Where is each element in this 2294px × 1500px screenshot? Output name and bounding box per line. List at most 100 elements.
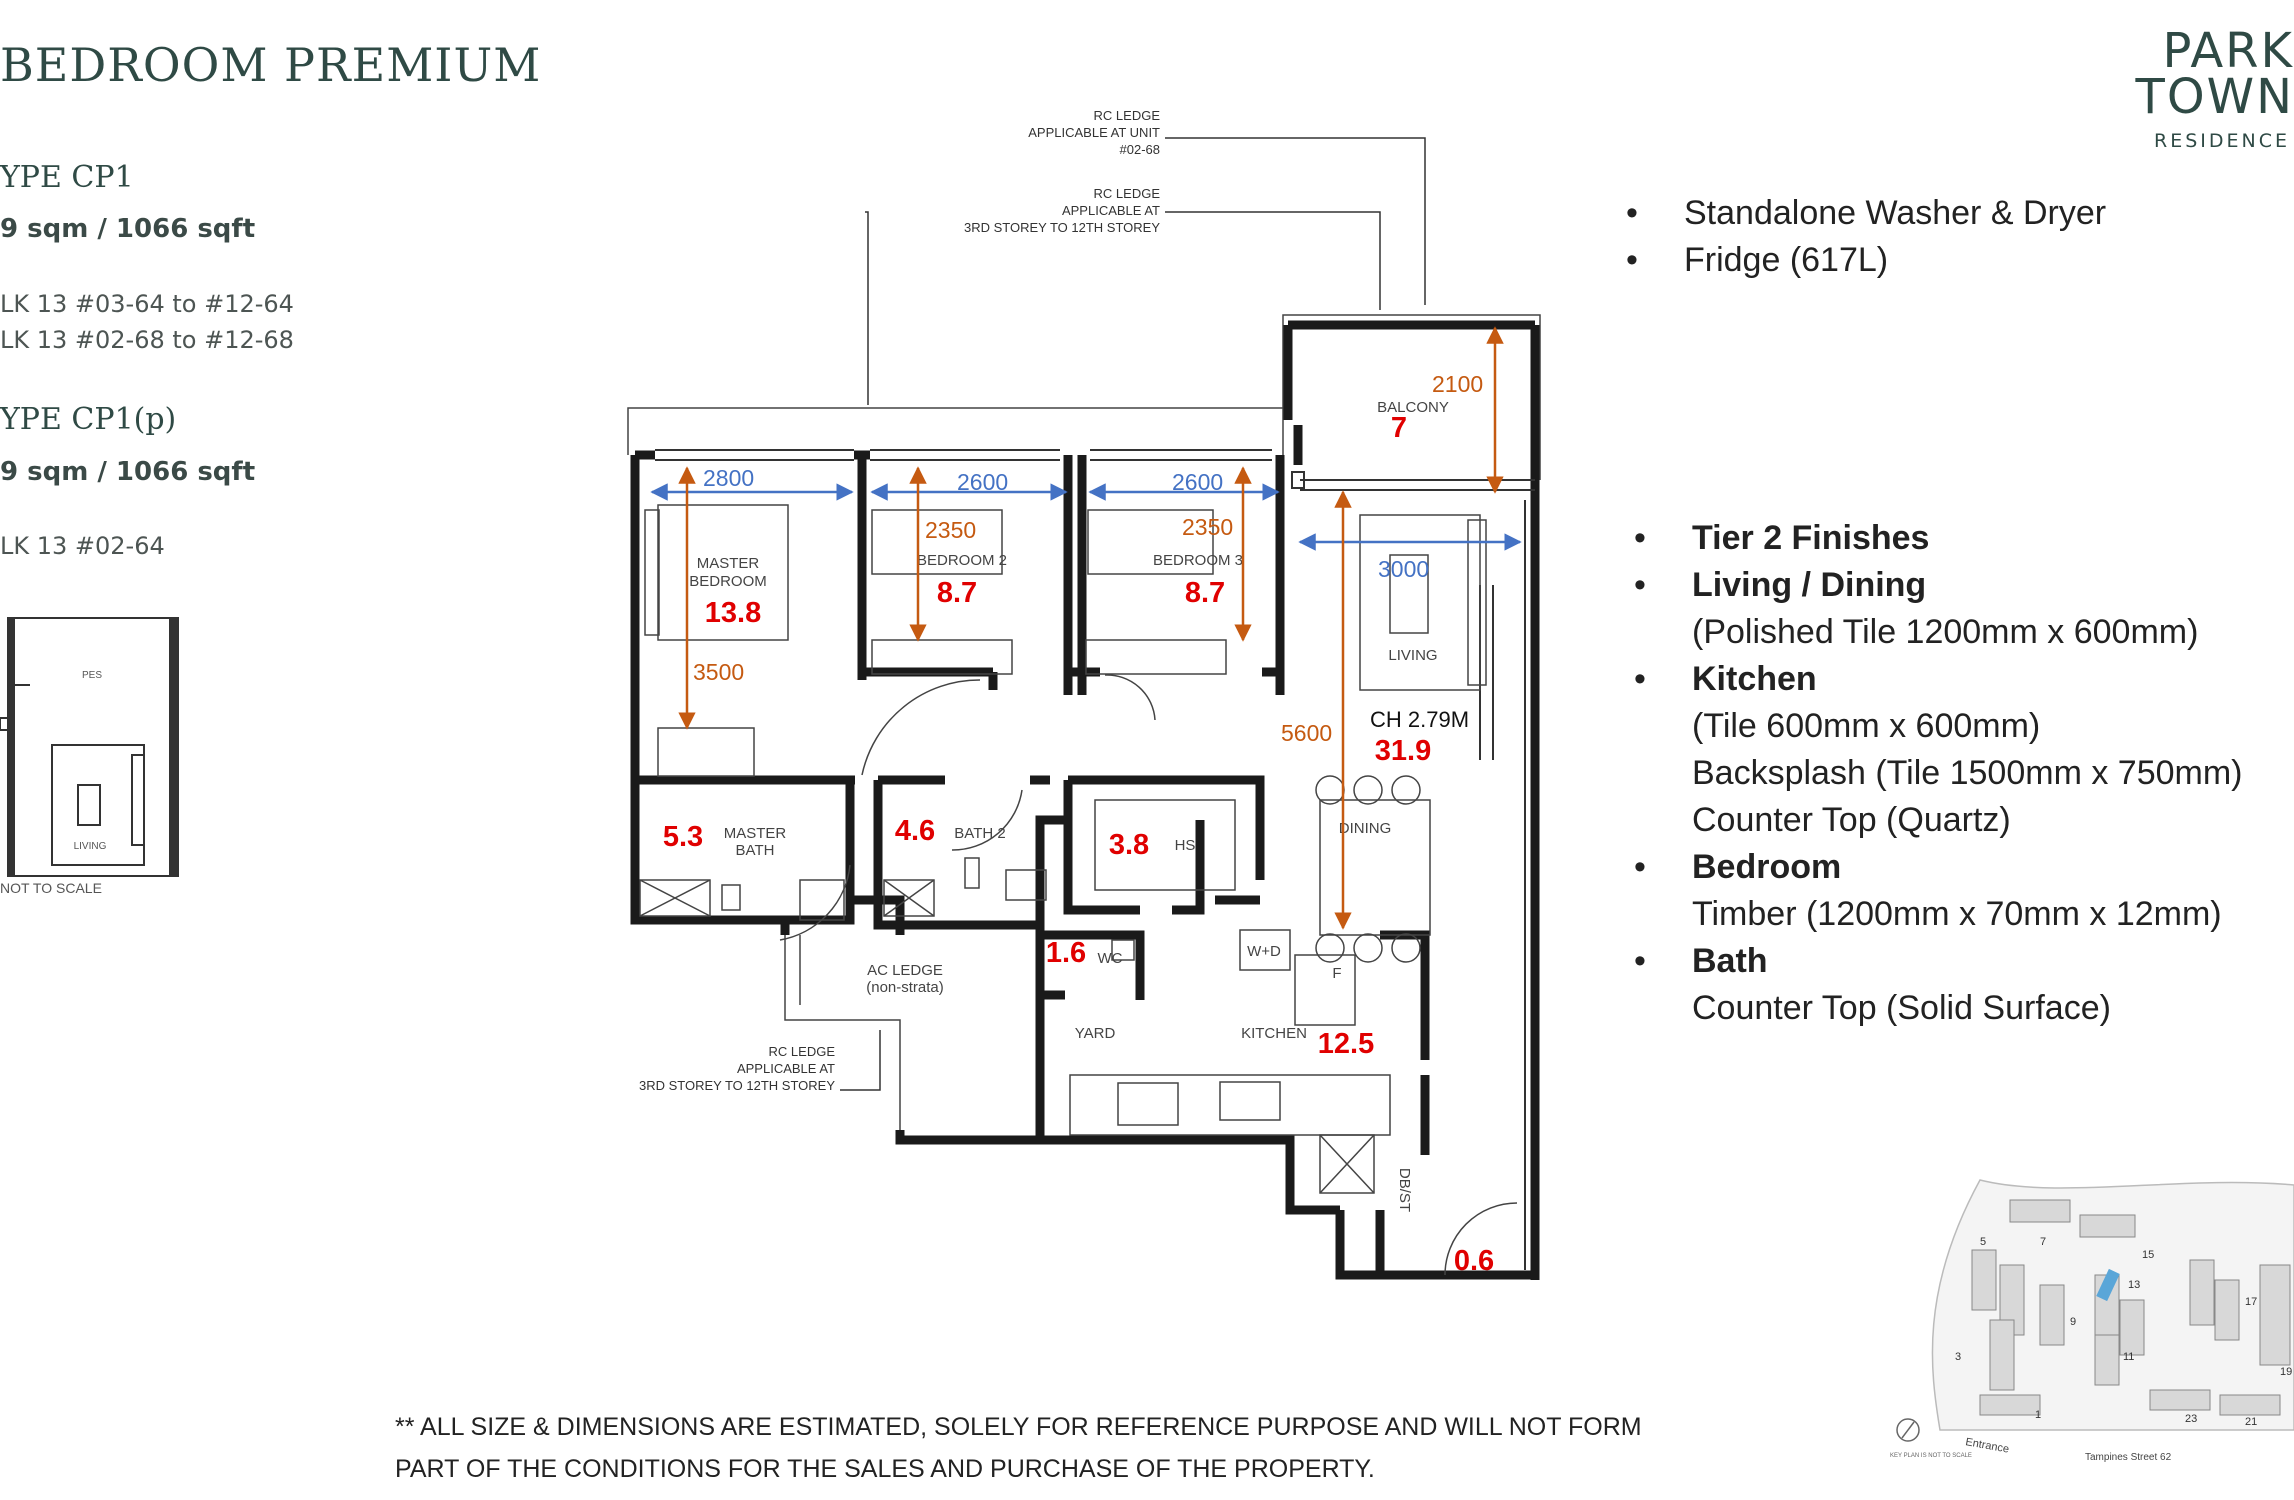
- dim-label-3000: 3000: [1378, 556, 1429, 582]
- room-label-living: LIVING: [1388, 647, 1437, 664]
- dim-label-2350: 2350: [1182, 514, 1233, 540]
- finish-heading: Tier 2 Finishes: [1692, 519, 1930, 557]
- appliance-item: Standalone Washer & Dryer: [1620, 190, 2106, 237]
- not-to-scale-note: NOT TO SCALE: [0, 880, 102, 896]
- block-number: 3: [1955, 1351, 1961, 1363]
- unit-type-name: YPE CP1(p): [0, 402, 177, 437]
- room-label-bedroom-3: BEDROOM 3: [1153, 552, 1243, 569]
- dim-label-3500: 3500: [693, 659, 744, 685]
- area-bedroom-2: 8.7: [937, 577, 977, 609]
- brand-logo: PARK TOWN RESIDENCE: [2135, 23, 2294, 152]
- room-label-hs: HS: [1175, 837, 1196, 854]
- finish-detail: Counter Top (Quartz): [1692, 801, 2011, 839]
- logo-line-park: PARK: [2162, 23, 2294, 79]
- dim-label-2800: 2800: [703, 465, 754, 491]
- room-label-wd: W+D: [1247, 943, 1281, 960]
- area-balcony: 7: [1391, 412, 1407, 444]
- room-label-bedroom-2: BEDROOM 2: [917, 552, 1007, 569]
- dim-label-2600: 2600: [1172, 469, 1223, 495]
- area-kitchen: 12.5: [1318, 1028, 1374, 1060]
- area-bedroom-3: 8.7: [1185, 577, 1225, 609]
- unit-number: LK 13 #03-64 to #12-64: [0, 290, 294, 318]
- finish-detail: (Tile 600mm x 600mm): [1692, 707, 2041, 745]
- rc-ledge-line: APPLICABLE AT: [737, 1061, 835, 1076]
- rc-ledge-line: RC LEDGE: [1094, 108, 1161, 123]
- block-number: 7: [2040, 1236, 2046, 1248]
- unit-number: LK 13 #02-68 to #12-68: [0, 326, 294, 354]
- finish-detail: Counter Top (Solid Surface): [1692, 989, 2111, 1027]
- block-number: 15: [2142, 1249, 2154, 1261]
- dim-label-5600: 5600: [1281, 720, 1332, 746]
- block-number: 19: [2280, 1366, 2292, 1378]
- room-label-master-bath: MASTER: [724, 825, 787, 842]
- finish-detail: Backsplash (Tile 1500mm x 750mm): [1692, 754, 2243, 792]
- block-number: 21: [2245, 1416, 2257, 1428]
- finish-heading: Bedroom: [1692, 848, 1842, 886]
- area-master-bath: 5.3: [663, 821, 703, 853]
- block-number: 23: [2185, 1413, 2197, 1425]
- room-label-master-bath: BATH: [736, 842, 775, 859]
- keyplan-pes-label: PES: [82, 670, 102, 681]
- area-wc: 1.6: [1046, 937, 1086, 969]
- appliance-item: Fridge (617L): [1620, 237, 2106, 284]
- rc-ledge-line: APPLICABLE AT: [1062, 203, 1160, 218]
- finish-heading: Kitchen: [1692, 660, 1817, 698]
- finish-detail: Timber (1200mm x 70mm x 12mm): [1692, 895, 2222, 933]
- block-number: 1: [2035, 1409, 2041, 1421]
- area-dbst: 0.6: [1454, 1245, 1494, 1277]
- finishes-list: Tier 2 Finishes Living / Dining (Polishe…: [1628, 515, 2242, 1032]
- room-label-ac-ledge: AC LEDGE: [867, 962, 943, 979]
- unit-type-size: 9 sqm / 1066 sqft: [0, 214, 256, 244]
- rc-ledge-line: 3RD STOREY TO 12TH STOREY: [964, 220, 1160, 235]
- site-key-plan: 7 15 13 5 17 11 9 3 19 23 21 1 Entrance …: [1890, 1179, 2294, 1463]
- room-label-balcony: BALCONY: [1377, 399, 1449, 416]
- area-living-dining: 31.9: [1375, 735, 1431, 767]
- appliance-list: Standalone Washer & Dryer Fridge (617L): [1620, 190, 2106, 284]
- room-label-master-bedroom: MASTER: [697, 555, 760, 572]
- rc-ledge-line: #02-68: [1120, 142, 1160, 157]
- block-number: 5: [1980, 1236, 1986, 1248]
- logo-line-residence: RESIDENCE: [2154, 130, 2290, 152]
- page-title: BEDROOM PREMIUM: [0, 38, 542, 92]
- disclaimer-text: ** ALL SIZE & DIMENSIONS ARE ESTIMATED, …: [395, 1413, 1642, 1483]
- dim-label-2350: 2350: [925, 517, 976, 543]
- finish-detail: (Polished Tile 1200mm x 600mm): [1692, 613, 2199, 651]
- keyplan-living-label: LIVING: [74, 841, 107, 852]
- room-label-kitchen: KITCHEN: [1241, 1025, 1307, 1042]
- street-label: Tampines Street 62: [2085, 1452, 2172, 1463]
- room-label-master-bedroom: BEDROOM: [689, 573, 767, 590]
- block-number: 9: [2070, 1316, 2076, 1328]
- rc-ledge-note-1: RC LEDGE APPLICABLE AT UNIT #02-68: [1028, 108, 1160, 157]
- room-label-ac-ledge: (non-strata): [866, 979, 944, 996]
- ceiling-height-label: CH 2.79M: [1370, 707, 1469, 732]
- area-master-bedroom: 13.8: [705, 597, 761, 629]
- logo-line-town: TOWN: [2135, 69, 2294, 125]
- area-hs: 3.8: [1109, 829, 1149, 861]
- rc-ledge-line: APPLICABLE AT UNIT: [1028, 125, 1160, 140]
- room-label-fridge: F: [1332, 965, 1341, 982]
- room-label-wc: WC: [1098, 950, 1123, 967]
- rc-ledge-line: RC LEDGE: [769, 1044, 836, 1059]
- finish-heading: Living / Dining: [1692, 566, 1927, 604]
- floor-plan: RC LEDGE APPLICABLE AT UNIT #02-68 RC LE…: [627, 108, 1541, 1280]
- unit-type-name: YPE CP1: [0, 160, 134, 195]
- area-bath-2: 4.6: [895, 815, 935, 847]
- block-number: 11: [2123, 1351, 2134, 1363]
- rc-ledge-note-2: RC LEDGE APPLICABLE AT 3RD STOREY TO 12T…: [964, 186, 1160, 235]
- finish-heading: Bath: [1692, 942, 1768, 980]
- small-unit-keyplan: PES LIVING: [0, 617, 179, 877]
- block-number: 13: [2128, 1279, 2140, 1291]
- rc-ledge-note-3: RC LEDGE APPLICABLE AT 3RD STOREY TO 12T…: [639, 1044, 835, 1093]
- rc-ledge-line: RC LEDGE: [1094, 186, 1161, 201]
- unit-number: LK 13 #02-64: [0, 532, 165, 560]
- rc-ledge-line: 3RD STOREY TO 12TH STOREY: [639, 1078, 835, 1093]
- room-label-yard: YARD: [1075, 1025, 1116, 1042]
- dim-label-2600: 2600: [957, 469, 1008, 495]
- north-arrow-icon: [1896, 1418, 1920, 1442]
- dim-label-2100: 2100: [1432, 371, 1483, 397]
- unit-type-size: 9 sqm / 1066 sqft: [0, 457, 256, 487]
- key-plan-note: KEY PLAN IS NOT TO SCALE: [1890, 1453, 1972, 1459]
- block-number: 17: [2245, 1296, 2257, 1308]
- room-label-bath-2: BATH 2: [954, 825, 1005, 842]
- room-label-dbst: DB/ST: [1396, 1168, 1413, 1212]
